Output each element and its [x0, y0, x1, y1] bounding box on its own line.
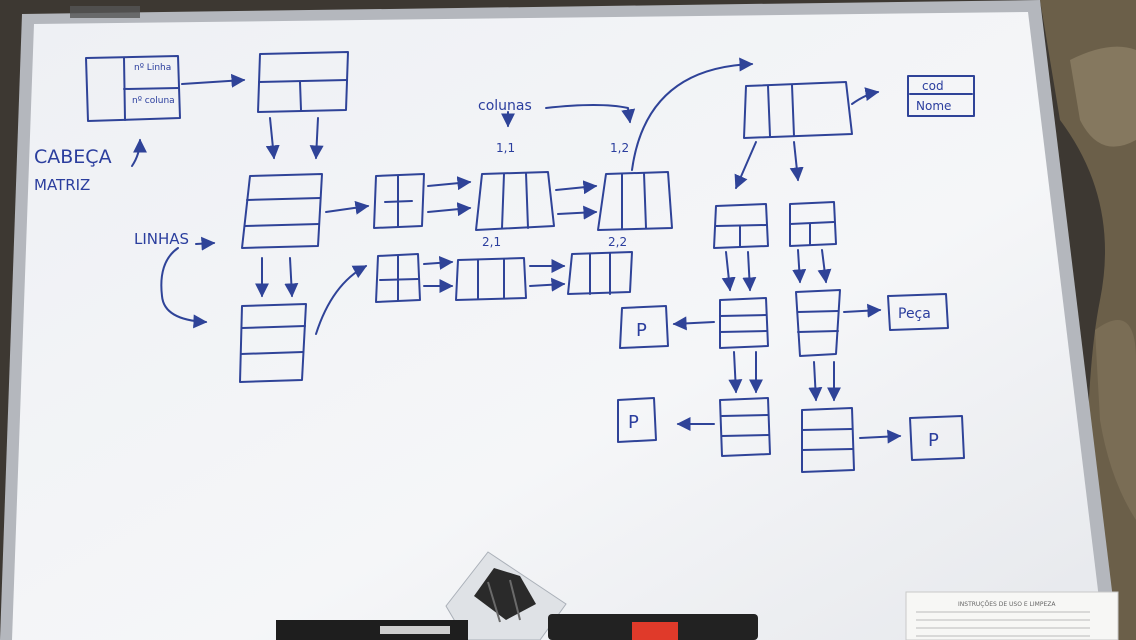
row-node-2: [239, 303, 307, 383]
instructions-card: [905, 591, 1119, 640]
p-box-2: [617, 397, 657, 443]
row-node-1: [241, 173, 323, 249]
p-box-1: [619, 305, 669, 349]
cell-label-2-2: 2,2: [608, 235, 627, 249]
cell-label-1-2: 1,2: [610, 141, 629, 155]
sub-node-right: [789, 201, 837, 247]
bottom-node-right: [801, 407, 855, 473]
head-line-label: nº Linha: [134, 63, 171, 73]
linhas-label: LINHAS: [134, 230, 189, 248]
cell-label-1-1: 1,1: [496, 141, 515, 155]
cell-node-1-1: [475, 171, 555, 231]
p-label-1: P: [636, 320, 647, 341]
p-box-3: [909, 415, 965, 461]
list-header-node: [257, 51, 349, 113]
marker-cap: [632, 622, 678, 640]
whiteboard-surface: [12, 12, 1104, 640]
p-label-3: P: [928, 430, 939, 451]
peca-label: Peça: [898, 306, 931, 322]
cell-node-1-2: [597, 171, 673, 231]
colunas-label: colunas: [478, 98, 532, 114]
row1-link-node: [373, 173, 425, 229]
record-field-cod: cod: [922, 79, 944, 93]
eraser: [276, 620, 468, 640]
p-label-2: P: [628, 412, 639, 433]
cabeca-label: CABEÇA: [34, 146, 112, 168]
peca-box: [887, 293, 949, 331]
sub-node-left: [713, 203, 769, 249]
instructions-title: INSTRUÇÕES DE USO E LIMPEZA: [958, 601, 1056, 608]
record-fields-box: [907, 75, 975, 117]
cell-label-2-1: 2,1: [482, 235, 501, 249]
row2-link-node: [375, 253, 421, 303]
head-column-label: nº coluna: [132, 96, 175, 106]
blanket: [1040, 0, 1136, 640]
mid-node-left: [719, 297, 769, 349]
bottom-node-left: [719, 397, 771, 457]
record-node: [743, 81, 853, 139]
head-node: [85, 55, 181, 122]
matriz-label: MATRIZ: [34, 176, 90, 194]
mid-node-right: [795, 289, 841, 357]
record-field-nome: Nome: [916, 99, 951, 113]
brand-sticker: [70, 6, 140, 18]
cell-node-2-1: [455, 257, 527, 301]
cell-node-2-2: [567, 251, 633, 295]
